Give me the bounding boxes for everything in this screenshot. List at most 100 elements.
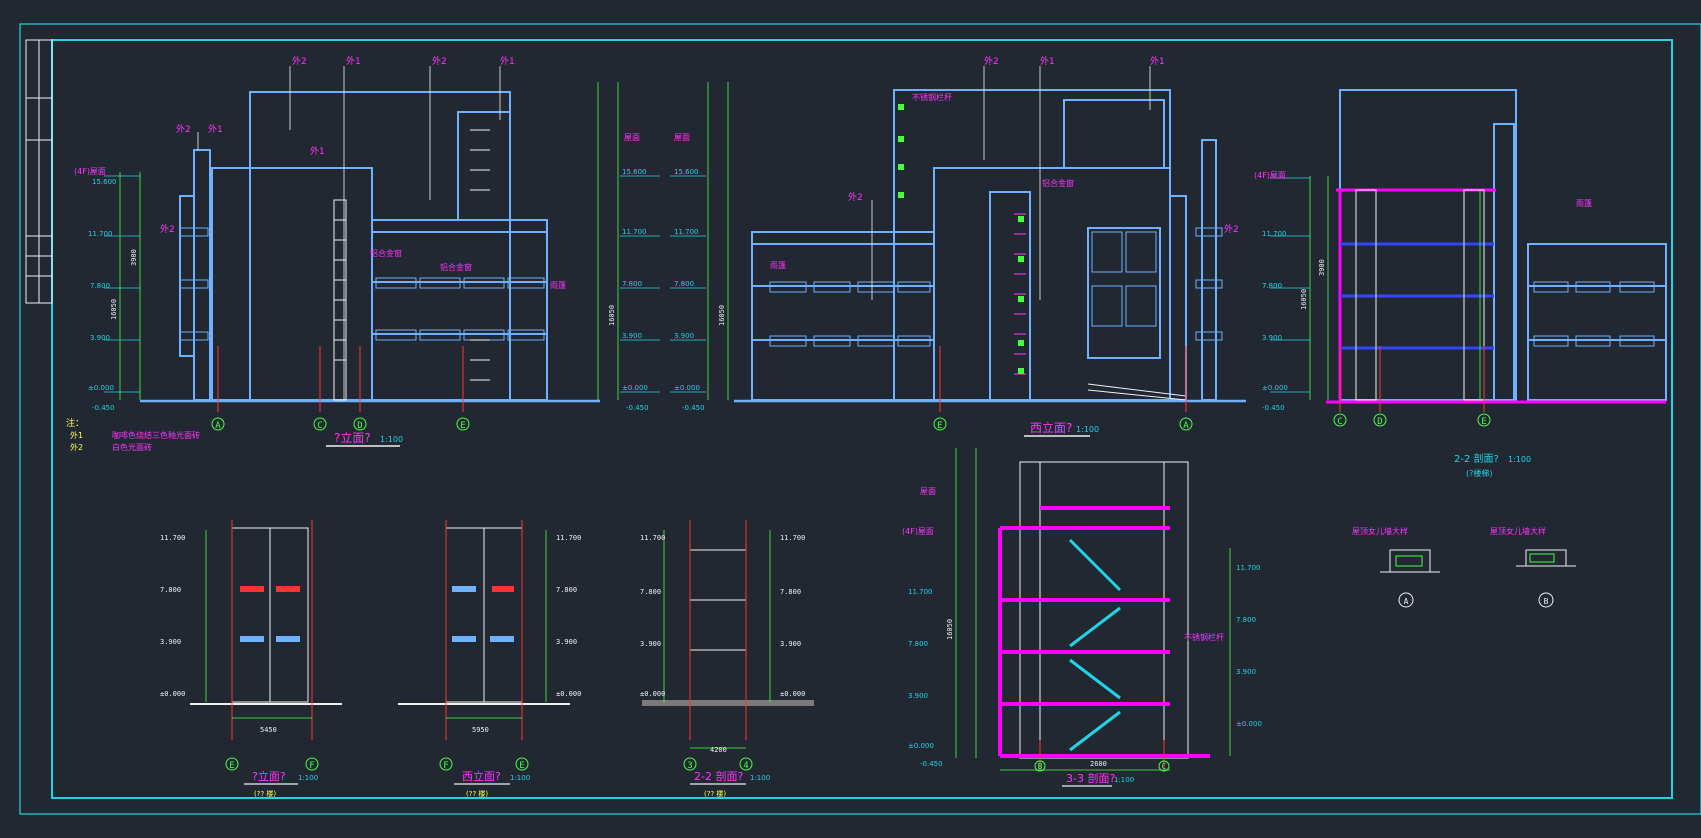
dimension-text: 5450 [260, 726, 277, 734]
small-elevation-1: 11.700 7.800 3.900 ±0.000 5450 E F ?立面? … [160, 520, 342, 798]
view-title: ?立面? [252, 769, 286, 783]
level-label: 屋面 [624, 133, 640, 142]
level-value: 7.800 [90, 282, 110, 290]
level-value: 3.900 [1236, 668, 1256, 676]
axis-label: A [1183, 421, 1189, 431]
callout-label: 外2 [984, 55, 999, 67]
level-value: -0.450 [920, 760, 943, 768]
level-value: 3.900 [908, 692, 928, 700]
level-value: 7.800 [1262, 282, 1282, 290]
view-subtitle: (?? 楼) [704, 789, 726, 798]
axis-label: E [937, 421, 942, 431]
stair-section-dimensions [955, 448, 1231, 771]
axis-label: B [1038, 762, 1043, 771]
drawing-frame [19, 23, 1701, 815]
callout-label: 外1 [1040, 55, 1055, 67]
level-value: ±0.000 [1236, 720, 1262, 728]
level-value: 11.700 [1262, 230, 1287, 238]
level-value: ±0.000 [556, 690, 581, 698]
level-value: 11.700 [1236, 564, 1261, 572]
callout-label: 铝合金窗 [440, 262, 472, 272]
callout-label: 不锈钢栏杆 [1184, 632, 1224, 642]
level-value: 7.800 [556, 586, 577, 594]
level-value: 11.700 [88, 230, 113, 238]
elevation-1-axis-lines [217, 346, 464, 412]
axis-label: 3 [687, 761, 692, 771]
section-right-windows [1533, 281, 1655, 347]
elevation-1: A C D E 外2 外1 外2 外1 外2 外1 外1 外2 铝合金窗 铝合金… [66, 55, 600, 452]
callout-label: 外1 [500, 55, 515, 67]
section-right-dimensions [1309, 176, 1481, 400]
callout-label: 外2 [1224, 223, 1239, 235]
elevation-1-dimension-chain [119, 172, 141, 400]
small-section-3: 11.700 7.800 3.900 ±0.000 11.700 7.800 3… [640, 520, 814, 798]
callout-label: 铝合金窗 [1042, 178, 1074, 188]
level-value: 11.700 [780, 534, 805, 542]
elevation-west-stair-rungs [1014, 213, 1026, 375]
notes-key-1: 外1 [70, 430, 83, 440]
dimension-text: 4200 [710, 746, 727, 754]
view-scale: 1:100 [750, 774, 770, 782]
callout-label: 外2 [176, 123, 191, 135]
axis-label: F [443, 761, 448, 771]
axis-label: D [357, 421, 362, 431]
level-value: 7.800 [640, 588, 661, 596]
elevation-1-axis-bubbles [211, 417, 470, 431]
dimension-text: 16050 [1300, 289, 1308, 310]
title-block [25, 39, 53, 304]
callout-label: 外1 [310, 145, 325, 157]
level-value: 3.900 [640, 640, 661, 648]
stair-section-slabs [998, 506, 1210, 758]
level-value: 7.800 [160, 586, 181, 594]
callout-label: 外2 [432, 55, 447, 67]
level-value: ±0.000 [622, 384, 648, 392]
elevation-west-axis-lines [939, 346, 1187, 412]
axis-label: C [317, 421, 322, 431]
level-value: 15.600 [92, 178, 117, 186]
level-value: 3.900 [622, 332, 642, 340]
level-value: 11.700 [640, 534, 665, 542]
section-right-floors [1340, 242, 1494, 350]
level-value: ±0.000 [640, 690, 665, 698]
dimension-text: 3900 [1318, 259, 1326, 276]
level-value: 15.600 [674, 168, 699, 176]
small-elevation-2: 11.700 7.800 3.900 ±0.000 5950 F E 西立面? … [398, 520, 581, 798]
view-title: 2-2 剖面? [694, 769, 743, 783]
callout-label: 外2 [848, 191, 863, 203]
callout-label: 外1 [346, 55, 361, 67]
elevation-1-walls [140, 91, 600, 403]
level-value: 3.900 [1262, 334, 1282, 342]
callout-label: 外2 [160, 223, 175, 235]
level-label: 屋面 [920, 487, 936, 496]
section-right: (4F)屋面 11.700 7.800 3.900 ±0.000 -0.450 … [1254, 89, 1667, 478]
callout-label: 雨篷 [550, 280, 566, 290]
axis-label: E [519, 761, 524, 771]
view-title: 3-3 剖面? [1066, 771, 1115, 785]
callout-label: 雨篷 [770, 260, 786, 270]
axis-label: C [1162, 762, 1167, 771]
elevation-west-leaders [871, 66, 1151, 300]
level-value: ±0.000 [1262, 384, 1288, 392]
callout-label: 外1 [208, 123, 223, 135]
level-value: ±0.000 [908, 742, 934, 750]
axis-label: A [215, 421, 221, 431]
elevation-west-walls [734, 89, 1246, 403]
level-value: 11.700 [674, 228, 699, 236]
notes-key-2: 外2 [70, 442, 83, 452]
detail-title: 屋顶女儿墙大样 [1490, 526, 1546, 536]
axis-label: 4 [743, 761, 748, 771]
level-value: 11.700 [556, 534, 581, 542]
level-value: ±0.000 [674, 384, 700, 392]
level-value: 7.800 [908, 640, 928, 648]
dimension-text: 16050 [946, 619, 954, 640]
dimension-text: 2600 [1090, 760, 1107, 768]
notes-line-1: 咖啡色烧结三色釉光面砖 [112, 430, 200, 440]
level-value: 11.700 [622, 228, 647, 236]
level-value: 7.800 [622, 280, 642, 288]
elevation-west: 外2 外1 外1 外2 外2 不锈钢栏杆 铝合金窗 雨篷 E A 西立面? 1:… [734, 55, 1246, 437]
dimension-text: 3900 [130, 249, 138, 266]
axis-label: D [1377, 417, 1382, 427]
detail-title: 屋顶女儿墙大样 [1352, 526, 1408, 536]
view-title: 西立面? [1030, 420, 1072, 435]
